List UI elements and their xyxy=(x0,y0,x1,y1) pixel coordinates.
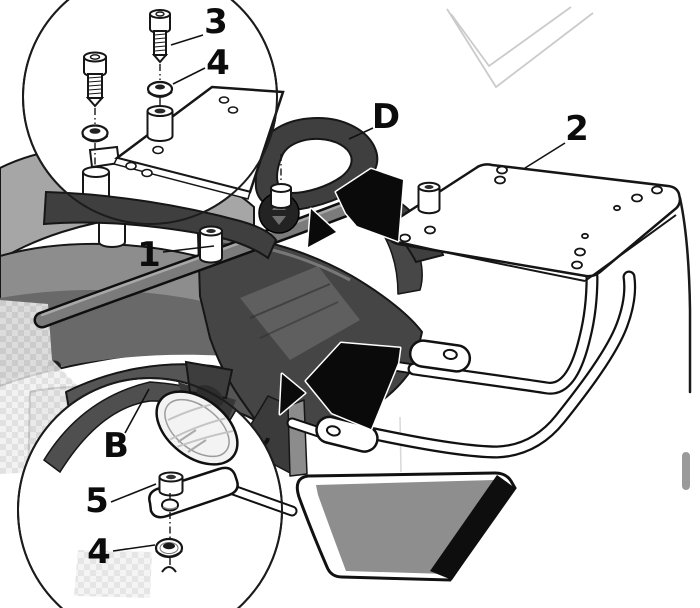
detail-circle-bottom-outline xyxy=(17,377,283,608)
part-label-grab-rail: D xyxy=(371,97,401,137)
frame-tab-upper xyxy=(408,339,472,373)
mounting-plate-2 xyxy=(385,163,682,282)
leader-lines xyxy=(110,34,566,552)
part-label-mounting-plate: 2 xyxy=(565,109,589,149)
insertion-arrows xyxy=(278,167,405,431)
screw-and-washer-left xyxy=(81,51,109,166)
arrow-lower xyxy=(304,341,402,431)
support-tube-1 xyxy=(33,198,359,329)
part-label-screw: 3 xyxy=(204,2,228,42)
screw-tip-mark xyxy=(161,566,177,573)
tail-light-lens xyxy=(240,266,360,360)
part-label-washer-lower: 4 xyxy=(87,532,111,572)
background-grid-patch-2 xyxy=(74,550,152,598)
detail-bottom-content xyxy=(43,360,298,598)
mounted-plate-inset xyxy=(88,85,292,264)
spacer-5 xyxy=(158,471,184,497)
part-label-washer-upper: 4 xyxy=(206,43,230,83)
washer-lower xyxy=(154,537,184,559)
screw-and-washer-center xyxy=(146,9,174,107)
part-label-support-tube: 1 xyxy=(137,235,161,275)
part-label-rear-fender: B xyxy=(103,426,129,466)
detail-circle-top-outline xyxy=(22,0,278,225)
seat-cowl-lower xyxy=(295,471,517,582)
part-label-spacer: 5 xyxy=(85,481,109,521)
arrow-upper xyxy=(334,167,405,243)
